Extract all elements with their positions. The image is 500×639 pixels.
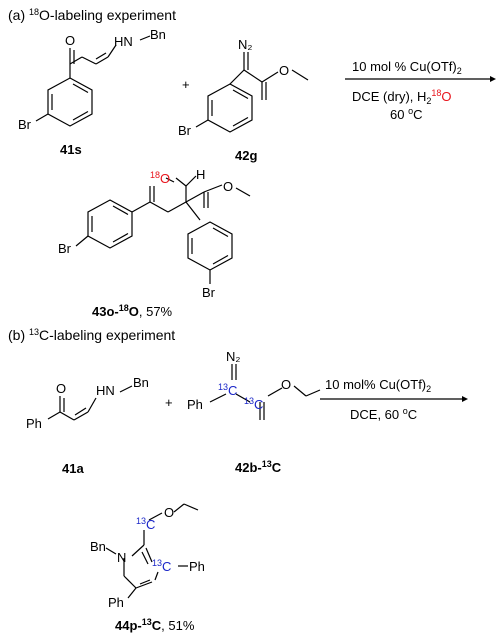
- structure-42b: [209, 364, 321, 420]
- atom-hn: HN: [114, 34, 133, 49]
- conditions-temperature: 60 oC: [390, 106, 423, 122]
- plus-sign: +: [165, 395, 173, 410]
- compound-label-42b: 42b-13C: [235, 459, 282, 475]
- compound-label-41s: 41s: [60, 142, 82, 157]
- structure-42g: [195, 52, 309, 133]
- structure-41s: [35, 35, 151, 127]
- atom-n: N: [117, 550, 127, 565]
- group-ph: Ph: [187, 397, 203, 412]
- atom-o: O: [164, 505, 175, 520]
- atom-o: O: [223, 179, 234, 194]
- atom-br: Br: [18, 117, 31, 132]
- atom-o: O: [65, 33, 76, 48]
- conditions-solvent: DCE (dry), H218O: [352, 88, 452, 106]
- conditions-catalyst: 10 mol% Cu(OTf)2: [325, 377, 432, 394]
- compound-label-43o: 43o-18O, 57%: [92, 303, 173, 319]
- atom-h: H: [196, 167, 206, 182]
- atom-hn: HN: [96, 383, 115, 398]
- atom-br: Br: [178, 123, 191, 138]
- isotope-13c: 13C: [244, 396, 264, 412]
- isotope-13c: 13C: [218, 382, 238, 398]
- conditions-solvent-temperature: DCE, 60 oC: [350, 406, 418, 422]
- conditions-catalyst: 10 mol % Cu(OTf)2: [352, 59, 462, 76]
- structure-41a: [47, 385, 133, 421]
- group-bn: Bn: [90, 539, 106, 554]
- panel-a-title: (a) 18O-labeling experiment: [8, 7, 176, 23]
- isotope-13c: 13C: [152, 558, 172, 574]
- atom-br: Br: [58, 241, 71, 256]
- group-bn: Bn: [133, 375, 149, 390]
- isotope-18o: 18O: [150, 170, 171, 186]
- compound-label-44p: 44p-13C, 51%: [115, 617, 195, 633]
- atom-o: O: [279, 63, 290, 78]
- group-ph: Ph: [108, 595, 124, 610]
- atom-o: O: [281, 377, 292, 392]
- group-ph: Ph: [189, 559, 205, 574]
- atom-o: O: [56, 381, 67, 396]
- group-ph: Ph: [26, 416, 42, 431]
- atom-br: Br: [202, 285, 215, 300]
- group-n2: N₂: [238, 37, 253, 52]
- group-bn: Bn: [150, 27, 166, 42]
- compound-label-42g: 42g: [235, 148, 258, 163]
- isotope-13c: 13C: [136, 516, 156, 532]
- panel-b-title: (b) 13C-labeling experiment: [8, 327, 176, 343]
- compound-label-41a: 41a: [62, 461, 84, 476]
- structure-43o: [75, 175, 251, 284]
- group-n2: N₂: [226, 349, 241, 364]
- plus-sign: +: [182, 77, 190, 92]
- structure-44p: [105, 503, 199, 599]
